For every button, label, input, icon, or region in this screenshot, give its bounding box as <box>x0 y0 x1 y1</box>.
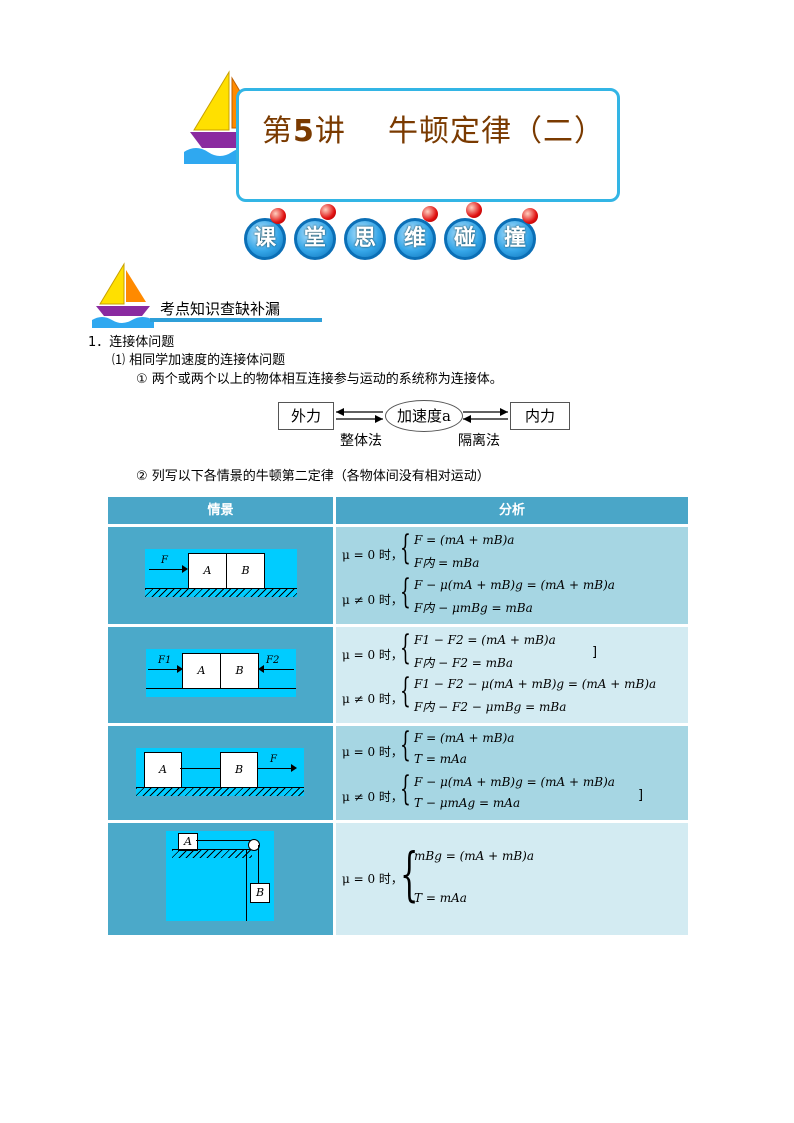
banner: 课 堂 思 维 碰 撞 <box>240 200 560 266</box>
block-b: B <box>226 553 265 589</box>
section-underline <box>150 318 322 322</box>
table-row-analysis: μ = 0 时， { mBg = (mA + mB)a T = mAa <box>336 823 688 935</box>
method-diagram: 外力 加速度a 内力 整体法 隔离法 <box>278 400 570 450</box>
equation: F1 − F2 − μ(mA + mB)g = (mA + mB)a <box>414 677 657 691</box>
banner-char: 维 <box>403 226 426 251</box>
equation: mBg = (mA + mB)a <box>414 849 535 863</box>
equation: F内 − F2 = mBa <box>414 656 514 670</box>
bracket-mark: ] <box>638 788 644 803</box>
scenario-table: 情景 分析 A B F μ = 0 时， { F = (mA + mB)a F内… <box>108 497 688 935</box>
equation: F内 − μmBg = mBa <box>414 601 533 615</box>
block-b: B <box>220 752 258 788</box>
condition-label: μ = 0 时， <box>342 548 403 562</box>
diagram-left-box: 外力 <box>278 402 334 430</box>
scene-diagram: A B F <box>145 549 297 597</box>
condition-label: μ = 0 时， <box>342 648 403 662</box>
banner-char: 思 <box>353 226 376 251</box>
block-a: A <box>182 653 221 689</box>
equation: T = mAa <box>414 891 467 905</box>
equation: F内 − F2 − μmBg = mBa <box>414 700 567 714</box>
table-row-analysis: μ = 0 时， { F1 − F2 = (mA + mB)a F内 − F2 … <box>336 627 688 723</box>
scene-diagram: A B <box>166 831 274 921</box>
table-header-analysis: 分析 <box>336 497 688 524</box>
equation: F1 − F2 = (mA + mB)a <box>414 633 556 647</box>
table-row-scene: A B <box>108 823 333 935</box>
scene-diagram: A B F1 F2 <box>146 649 296 697</box>
diagram-arrows <box>336 408 508 423</box>
block-b: B <box>220 653 259 689</box>
force-label: F2 <box>266 655 280 666</box>
equation: F = (mA + mB)a <box>414 533 515 547</box>
scene-diagram: A B F <box>136 748 304 796</box>
diagram-left-label: 整体法 <box>340 433 382 449</box>
table-row-scene: A B F <box>108 726 333 820</box>
section-heading: 考点知识查缺补漏 <box>160 300 281 318</box>
bracket-mark: ] <box>592 645 598 660</box>
table-row-scene: A B F1 F2 <box>108 627 333 723</box>
condition-label: μ = 0 时， <box>342 745 403 759</box>
equation: F − μ(mA + mB)g = (mA + mB)a <box>414 775 615 789</box>
equation: F内 = mBa <box>414 556 480 570</box>
diagram-center-ellipse: 加速度a <box>385 400 463 432</box>
block-a: A <box>188 553 227 589</box>
block-a: A <box>144 752 182 788</box>
item-heading: 1．连接体问题 <box>88 335 175 350</box>
equation: F − μ(mA + mB)g = (mA + mB)a <box>414 578 615 592</box>
pulley-icon <box>248 839 260 851</box>
condition-label: μ ≠ 0 时， <box>342 790 403 804</box>
diagram-right-label: 隔离法 <box>458 433 500 449</box>
equation: T − μmAg = mAa <box>414 796 521 810</box>
force-label: F1 <box>158 655 172 666</box>
table-row-analysis: μ = 0 时， { F = (mA + mB)a T = mAa μ ≠ 0 … <box>336 726 688 820</box>
force-label: F <box>270 754 277 765</box>
condition-label: μ ≠ 0 时， <box>342 692 403 706</box>
equation: T = mAa <box>414 752 467 766</box>
banner-char: 碰 <box>453 226 476 251</box>
table-row-analysis: μ = 0 时， { F = (mA + mB)a F内 = mBa μ ≠ 0… <box>336 527 688 624</box>
page-title: 第5讲 牛顿定律（二） <box>262 114 606 149</box>
sailboat-small-icon <box>92 262 154 328</box>
paragraph: ① 两个或两个以上的物体相互连接参与运动的系统称为连接体。 <box>136 372 503 387</box>
force-label: F <box>161 555 168 566</box>
equation: F = (mA + mB)a <box>414 731 515 745</box>
banner-char: 撞 <box>503 226 526 251</box>
block-b: B <box>250 883 270 903</box>
diagram-right-box: 内力 <box>510 402 570 430</box>
banner-char: 堂 <box>303 226 326 251</box>
condition-label: μ = 0 时， <box>342 872 403 886</box>
sub-heading: ⑴ 相同学加速度的连接体问题 <box>112 353 286 368</box>
table-row-scene: A B F <box>108 527 333 624</box>
banner-char: 课 <box>253 226 276 251</box>
table-header-scene: 情景 <box>108 497 333 524</box>
condition-label: μ ≠ 0 时， <box>342 593 403 607</box>
title-box <box>236 88 620 202</box>
paragraph: ② 列写以下各情景的牛顿第二定律（各物体间没有相对运动） <box>136 469 490 484</box>
